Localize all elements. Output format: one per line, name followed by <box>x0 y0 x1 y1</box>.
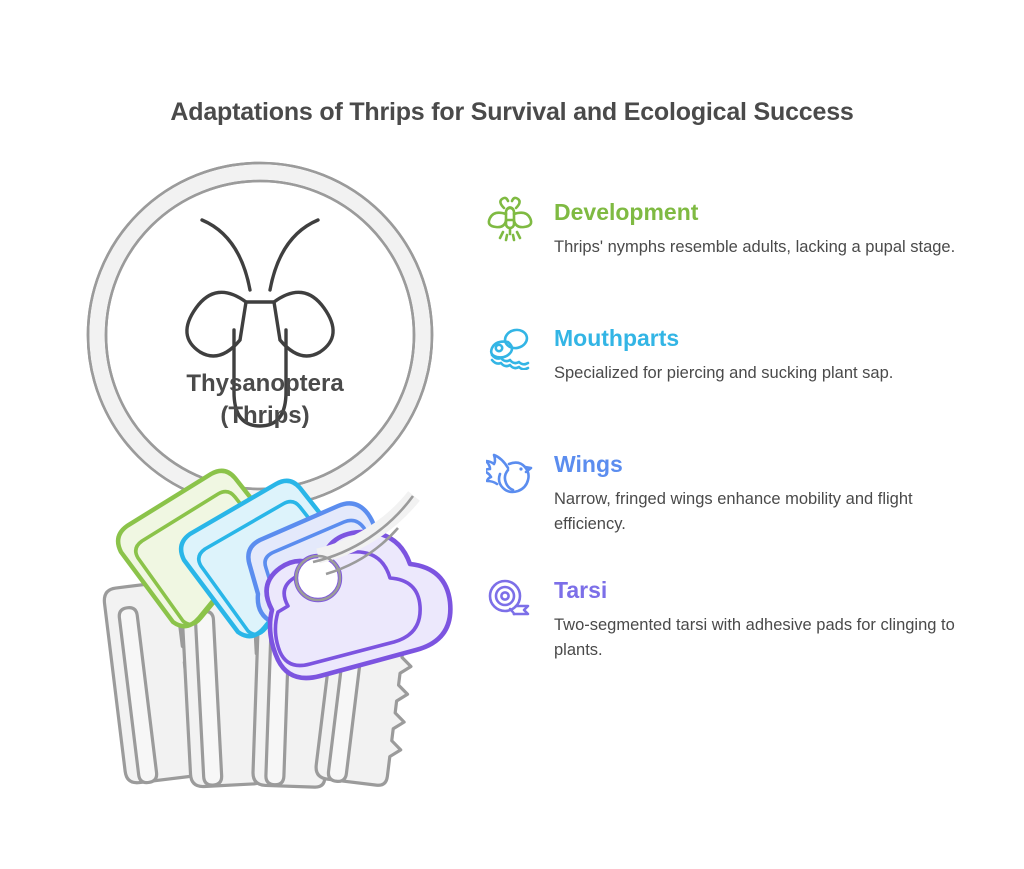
list-item-mouthparts: Mouthparts Specialized for piercing and … <box>486 318 976 444</box>
list-item-wings: Wings Narrow, fringed wings enhance mobi… <box>486 444 976 570</box>
thrips-insect-icon <box>185 218 335 428</box>
item-title-development: Development <box>554 199 699 225</box>
tape-roll-icon <box>488 579 530 616</box>
dove-bird-icon <box>486 453 533 494</box>
item-desc-tarsi: Two-segmented tarsi with adhesive pads f… <box>554 616 955 660</box>
list-item-development: Development Thrips' nymphs resemble adul… <box>486 192 976 318</box>
insect-icon <box>487 196 533 242</box>
item-desc-mouthparts: Specialized for piercing and sucking pla… <box>554 364 894 383</box>
item-desc-wings: Narrow, fringed wings enhance mobility a… <box>554 490 913 534</box>
oyster-shell-icon <box>489 328 530 370</box>
key-ring <box>86 161 434 509</box>
page-title: Adaptations of Thrips for Survival and E… <box>170 98 854 126</box>
key-ring-through-hole <box>294 491 420 602</box>
adaptations-list: Development Thrips' nymphs resemble adul… <box>486 192 976 696</box>
keyring-illustration <box>86 161 453 789</box>
item-desc-development: Thrips' nymphs resemble adults, lacking … <box>554 238 956 257</box>
item-title-tarsi: Tarsi <box>554 577 608 603</box>
list-item-tarsi: Tarsi Two-segmented tarsi with adhesive … <box>486 570 976 696</box>
item-title-wings: Wings <box>554 451 623 477</box>
item-title-mouthparts: Mouthparts <box>554 325 680 351</box>
